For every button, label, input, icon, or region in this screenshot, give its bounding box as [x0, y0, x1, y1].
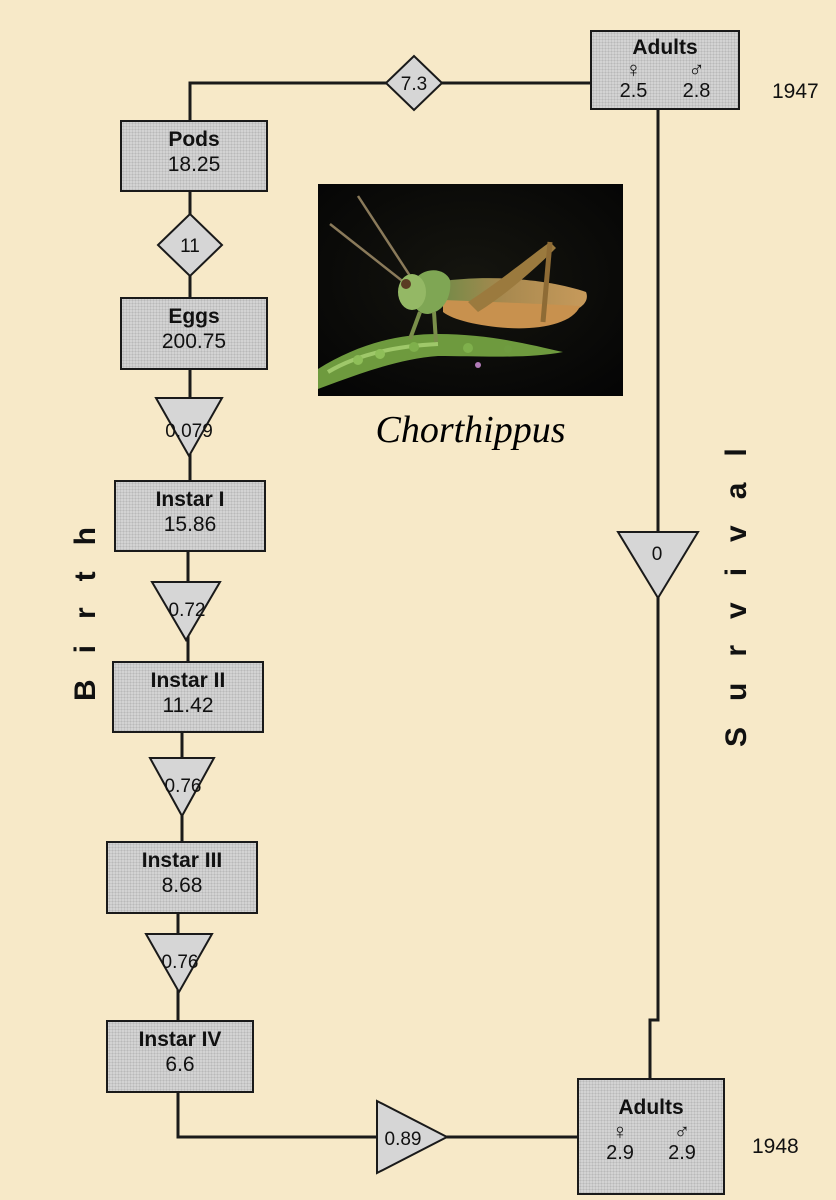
rate-triangle-eggs-instar1: [154, 397, 224, 459]
adults-1947-box: Adults ♀ ♂ 2.5 2.8: [590, 30, 740, 110]
female-symbol: ♀: [625, 57, 642, 82]
year-start: 1947: [772, 80, 819, 103]
rate-diamond-pods-eggs: [156, 212, 224, 278]
instar3-box: Instar III 8.68: [106, 841, 258, 914]
rate-triangle-instar1-instar2: [150, 581, 222, 642]
adults-1948-male-value: 2.9: [668, 1142, 696, 1164]
survival-side-label: Survival: [720, 422, 754, 747]
line-adults-to-pods: [188, 81, 590, 120]
rate-label-survival: 0: [652, 544, 663, 565]
instar4-value: 6.6: [165, 1053, 195, 1076]
adults-1948-label: Adults: [618, 1096, 684, 1119]
rate-label-pods-eggs: 11: [180, 236, 200, 257]
adults-1947-male-value: 2.8: [682, 80, 711, 102]
instar4-label: Instar IV: [138, 1028, 222, 1051]
eggs-label: Eggs: [168, 305, 220, 328]
instar4-box: Instar IV 6.6: [106, 1020, 254, 1093]
male-symbol: ♂: [673, 1119, 691, 1144]
rate-triangle-instar2-instar3: [148, 757, 216, 819]
pods-box: Pods 18.25: [120, 120, 268, 192]
rate-diamond-adults-pods: [384, 54, 444, 112]
rate-label-instar1-instar2: 0.72: [169, 600, 206, 621]
survival-text: Survival: [720, 422, 753, 747]
instar1-box: Instar I 15.86: [114, 480, 266, 552]
instar1-label: Instar I: [155, 488, 225, 511]
instar1-value: 15.86: [163, 513, 217, 536]
rate-label-eggs-instar1: 0.079: [165, 421, 213, 442]
pods-label: Pods: [168, 128, 220, 151]
grasshopper-photo: [318, 184, 623, 396]
rate-label-instar4-adults: 0.89: [385, 1129, 422, 1150]
eggs-box: Eggs 200.75: [120, 297, 268, 370]
male-symbol: ♂: [688, 57, 705, 82]
adults-1947-label: Adults: [632, 36, 698, 59]
rate-triangle-survival: [616, 531, 700, 600]
instar2-label: Instar II: [150, 669, 226, 692]
rate-label-instar3-instar4: 0.76: [162, 952, 199, 973]
adults-1948-female-value: 2.9: [606, 1142, 634, 1164]
instar2-box: Instar II 11.42: [112, 661, 264, 733]
instar2-value: 11.42: [162, 694, 214, 717]
year-end: 1948: [752, 1135, 799, 1158]
rate-label-instar2-instar3: 0.76: [165, 776, 202, 797]
instar3-value: 8.68: [161, 874, 203, 897]
birth-side-label: Birth: [69, 451, 103, 751]
adults-1947-female-value: 2.5: [619, 80, 648, 102]
rate-label-adults-pods: 7.3: [401, 74, 427, 95]
adults-1948-box: Adults ♀ ♂ 2.9 2.9: [577, 1078, 725, 1195]
pods-value: 18.25: [167, 153, 221, 176]
rate-triangle-instar4-adults: [376, 1099, 450, 1175]
birth-text: Birth: [69, 501, 102, 701]
instar3-label: Instar III: [141, 849, 223, 872]
female-symbol: ♀: [611, 1119, 629, 1144]
rate-triangle-instar3-instar4: [144, 933, 214, 995]
genus-caption: Chorthippus: [375, 409, 566, 451]
eggs-value: 200.75: [161, 330, 227, 353]
